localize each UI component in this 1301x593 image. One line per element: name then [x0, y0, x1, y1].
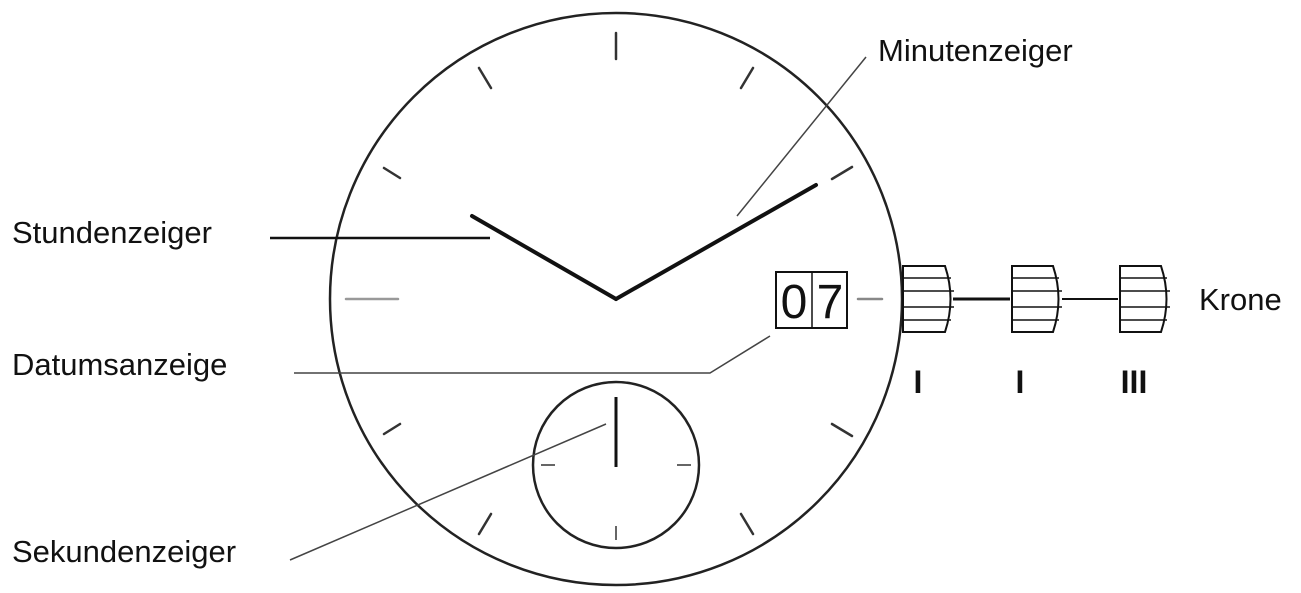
hour-marker-1: [739, 66, 755, 90]
label-hour-hand: Stundenzeiger: [12, 215, 212, 250]
date-window: 0 7: [775, 271, 848, 329]
crown-icon-position-2: [1011, 265, 1062, 333]
date-digit-ones: 7: [817, 276, 844, 329]
crown-icon-position-1: [902, 265, 954, 333]
seconds-subdial: [531, 380, 701, 550]
crown-position-label-2: I: [1016, 364, 1025, 400]
hour-marker-7: [477, 512, 493, 536]
hour-hand: [470, 214, 618, 301]
label-second-hand: Sekundenzeiger: [12, 534, 236, 569]
crown-position-label-3: III: [1121, 364, 1148, 400]
subdial-ring: [531, 380, 701, 550]
hour-marker-4: [830, 422, 854, 438]
hour-marker-5: [739, 512, 755, 536]
label-minute-hand: Minutenzeiger: [878, 33, 1073, 68]
hour-marker-8: [382, 422, 402, 436]
leader-date-display: [294, 335, 771, 374]
label-date-display: Datumsanzeige: [12, 347, 227, 382]
crown-positions: I I III: [902, 265, 1170, 400]
subdial-markers: [541, 464, 691, 540]
leader-second-hand: [289, 423, 607, 561]
leader-lines: [270, 56, 867, 561]
hour-markers: [344, 31, 884, 536]
label-crown: Krone: [1199, 282, 1282, 317]
hour-marker-10: [382, 166, 402, 180]
hour-marker-2: [830, 165, 854, 181]
crown-icon-position-3: [1119, 265, 1170, 333]
leader-minute-hand: [736, 56, 867, 217]
date-digit-tens: 0: [781, 276, 808, 329]
minute-hand: [614, 183, 818, 301]
crown-position-label-1: I: [914, 364, 923, 400]
hour-marker-11: [477, 66, 493, 90]
